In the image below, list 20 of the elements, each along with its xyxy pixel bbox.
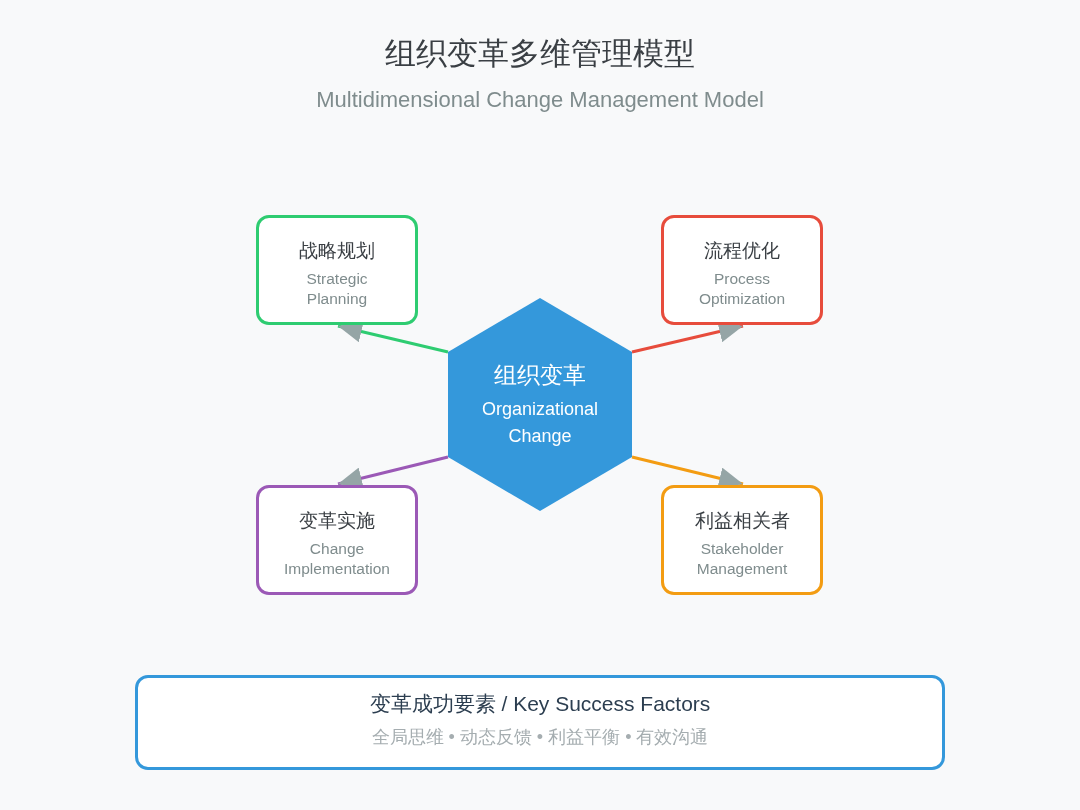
- rounded-box: [661, 215, 823, 325]
- hexagon-heading: 组织变革: [494, 360, 586, 390]
- hexagon-subheading: Organizational Change: [480, 397, 600, 448]
- box-subheading: Process Optimization: [697, 269, 787, 309]
- panel-heading: 变革成功要素 / Key Success Factors: [369, 691, 711, 717]
- box-subheading: Stakeholder Management: [695, 539, 789, 579]
- rounded-box: [256, 215, 418, 325]
- box-subheading: Change Implementation: [283, 539, 391, 579]
- box-subheading: Strategic Planning: [305, 269, 369, 309]
- box-heading: 变革实施: [299, 509, 375, 533]
- title: 组织变革多维管理模型: [385, 35, 695, 73]
- rounded-box: [661, 485, 823, 595]
- hexagon: [448, 298, 632, 511]
- rounded-box: [256, 485, 418, 595]
- panel-text: 全局思维 • 动态反馈 • 利益平衡 • 有效沟通: [371, 726, 709, 749]
- box-heading: 战略规划: [299, 239, 375, 263]
- info-panel: [135, 675, 945, 770]
- box-heading: 利益相关者: [694, 509, 790, 533]
- box-heading: 流程优化: [704, 239, 780, 263]
- subtitle: Multidimensional Change Management Model: [316, 86, 764, 114]
